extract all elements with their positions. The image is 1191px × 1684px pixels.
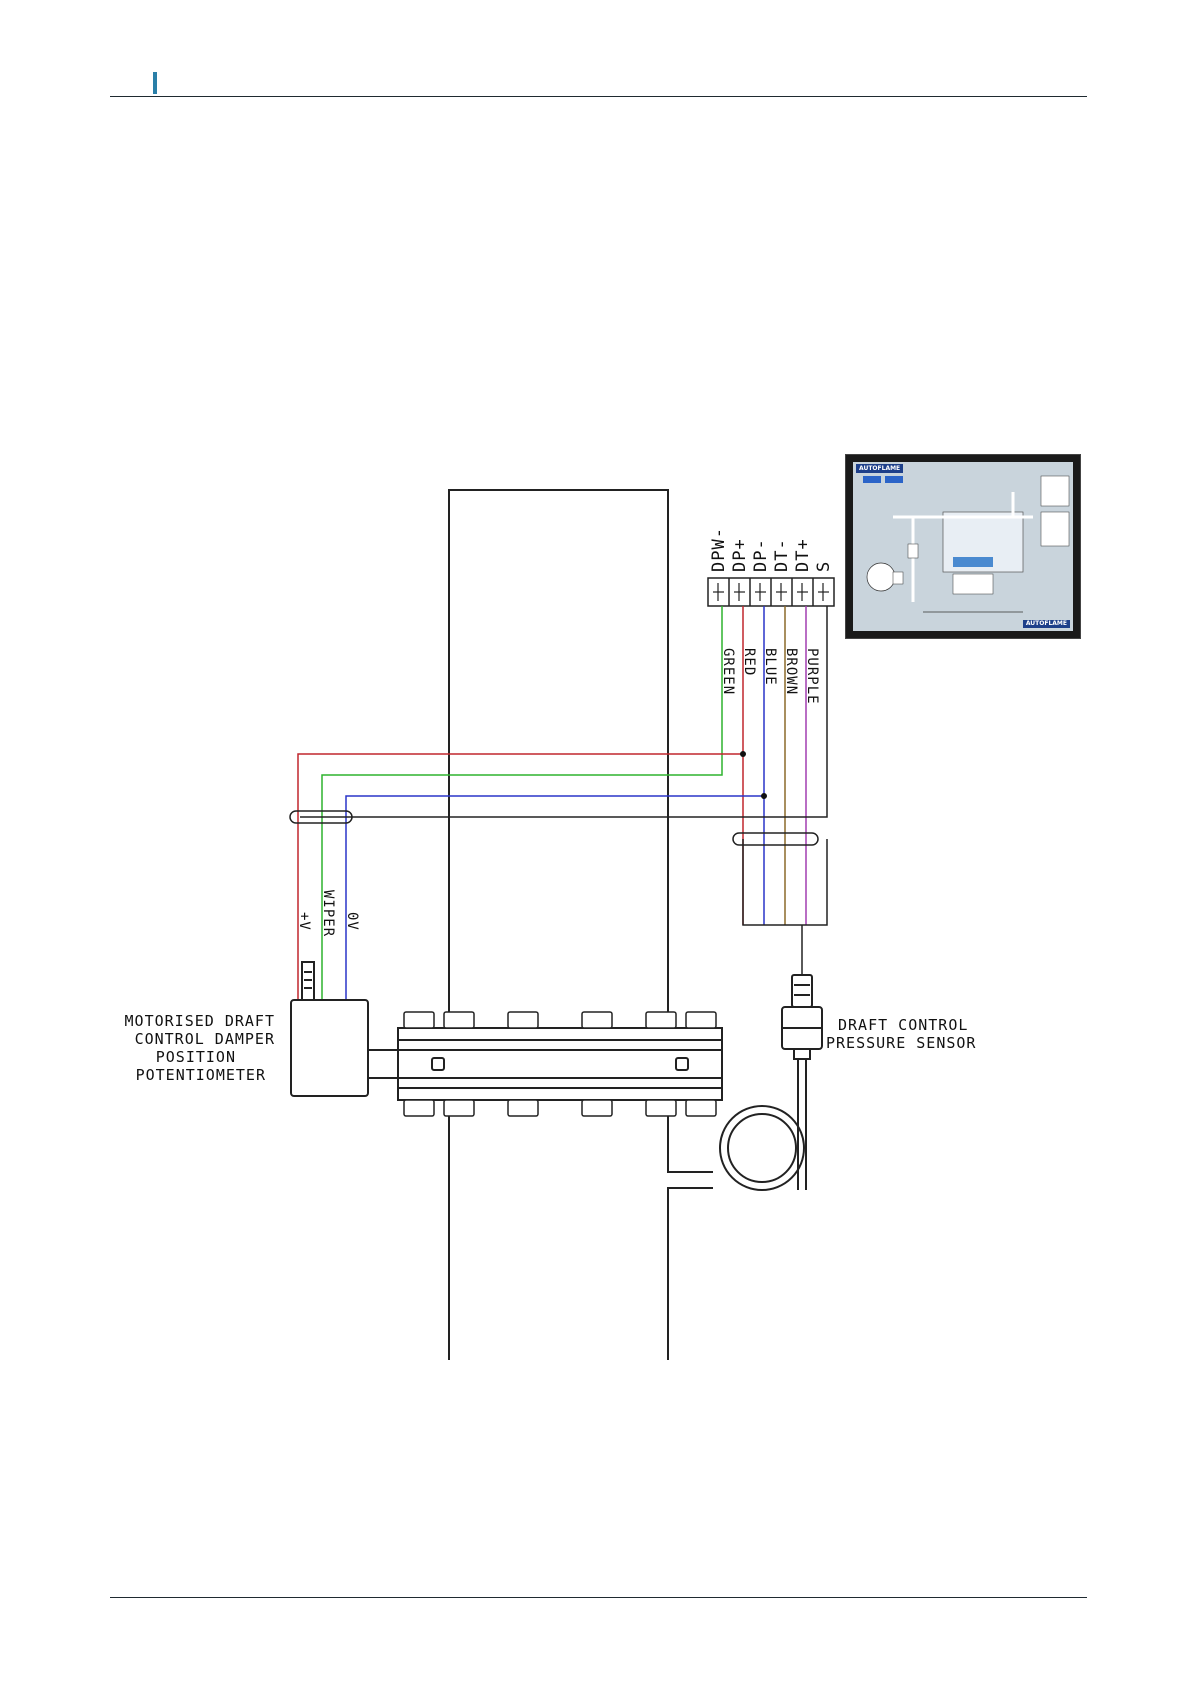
pot-wire-label-0v: 0V <box>344 912 360 931</box>
controller-screen-thumbnail: AUTOFLAME AUTOFLAME <box>845 454 1081 639</box>
damper-label-line-3: POSITION <box>156 1048 236 1066</box>
terminal-labels: DPW- DP+ DP- DT- DT+ S <box>709 527 834 572</box>
terminal-label-s: S <box>814 561 834 572</box>
wire-junction-blue <box>761 793 767 799</box>
wire-color-labels: GREEN RED BLUE BROWN PURPLE <box>720 648 820 705</box>
terminal-block <box>708 578 834 606</box>
controller-screen-display: AUTOFLAME AUTOFLAME <box>853 462 1073 631</box>
wire-junction-red <box>740 751 746 757</box>
pot-wire-label-wiper: WIPER <box>320 890 336 937</box>
damper-assembly <box>398 1028 722 1100</box>
wire-green <box>322 606 722 1000</box>
sensor-label-line-1: DRAFT CONTROL <box>838 1016 968 1034</box>
potentiometer-wire-labels: +V WIPER 0V <box>296 890 360 937</box>
terminal-label-dt-plus: DT+ <box>793 538 813 572</box>
screen-schematic-graphic <box>853 462 1075 633</box>
sensor-label-line-2: PRESSURE SENSOR <box>826 1034 976 1052</box>
flue-stack <box>449 490 713 1360</box>
damper-label-line-4: POTENTIOMETER <box>136 1066 266 1084</box>
wire-blue-branch <box>346 796 764 1000</box>
terminal-label-dt-minus: DT- <box>772 538 792 572</box>
wire-black <box>300 606 827 817</box>
damper-label: MOTORISED DRAFT CONTROL DAMPER POSITION … <box>125 1012 275 1084</box>
terminal-label-dp-plus: DP+ <box>730 538 750 572</box>
terminal-label-dp-minus: DP- <box>751 538 771 572</box>
wire-red-branch <box>298 754 743 1000</box>
sensor-label: DRAFT CONTROL PRESSURE SENSOR <box>826 1016 976 1052</box>
pot-wire-label-plus-v: +V <box>296 912 312 931</box>
damper-label-line-2: CONTROL DAMPER <box>135 1030 275 1048</box>
terminal-label-dpw: DPW- <box>709 527 729 572</box>
sensor-tube-coil <box>720 1106 804 1190</box>
damper-label-line-1: MOTORISED DRAFT <box>125 1012 275 1030</box>
